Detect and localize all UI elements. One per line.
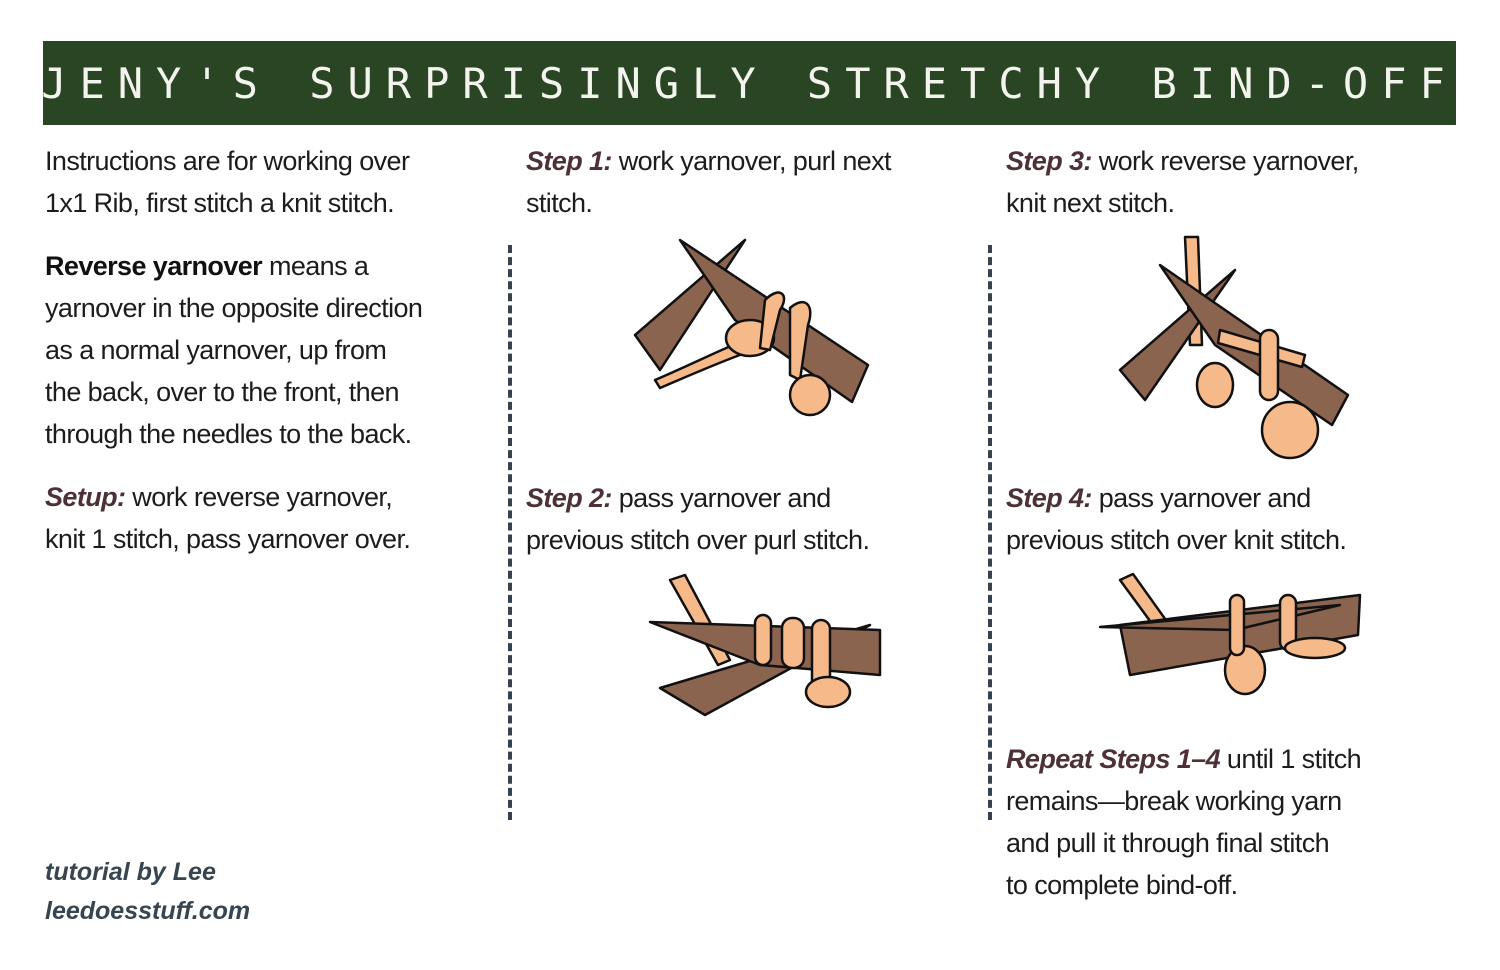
definition-line: means a [262,251,369,281]
repeat-text: Repeat Steps 1–4 until 1 stitch remains—… [1006,738,1362,906]
yarn-loop [788,373,832,417]
step-line: previous stitch over purl stitch. [526,525,870,555]
step-line: knit next stitch. [1006,188,1175,218]
step-2-illustration [648,573,882,717]
repeat-line: until 1 stitch [1220,744,1362,774]
yarn-loop [1228,593,1246,657]
column-divider [508,245,512,820]
step-2-text: Step 2: pass yarnover and previous stitc… [526,477,870,561]
setup-line: knit 1 stitch, pass yarnover over. [45,524,411,554]
definition-line: yarnover in the opposite direction [45,293,423,323]
yarn-loop [1260,400,1320,460]
step-line: work yarnover, purl next [611,146,892,176]
definition-line: as a normal yarnover, up from [45,335,387,365]
yarn-loop [788,301,812,382]
setup-line: work reverse yarnover, [125,482,393,512]
intro-line: 1x1 Rib, first stitch a knit stitch. [45,188,395,218]
page-title: JENY'S SURPRISINGLY STRETCHY BIND-OFF [41,58,1458,108]
yarn-loop [804,675,852,709]
step-1-illustration [633,238,870,417]
yarn [668,573,732,667]
definition-line: the back, over to the front, then [45,377,400,407]
yarn-loop [753,613,773,667]
repeat-line: and pull it through final stitch [1006,828,1330,858]
step-label: Step 4: [1006,483,1092,513]
repeat-line: to complete bind-off. [1006,870,1238,900]
reverse-yarnover-definition: Reverse yarnover means a yarnover in the… [45,245,423,455]
step-4-illustration [1098,572,1362,696]
yarn-loop [1283,636,1347,660]
author-credit: tutorial by Lee [45,858,216,886]
intro-text: Instructions are for working over 1x1 Ri… [45,140,410,224]
intro-line: Instructions are for working over [45,146,410,176]
column-divider [988,245,992,820]
step-line: stitch. [526,188,593,218]
definition-line: through the needles to the back. [45,419,412,449]
step-label: Step 1: [526,146,612,176]
step-1-text: Step 1: work yarnover, purl next stitch. [526,140,892,224]
setup-text: Setup: work reverse yarnover, knit 1 sti… [45,476,411,560]
yarn-loop [780,616,806,670]
step-line: pass yarnover and [1091,483,1312,513]
step-line: pass yarnover and [611,483,832,513]
yarn-loop [758,291,786,352]
yarn-loop [1258,328,1280,402]
setup-label: Setup: [45,482,126,512]
step-line: work reverse yarnover, [1091,146,1360,176]
step-3-illustration [1118,235,1350,460]
title-banner: JENY'S SURPRISINGLY STRETCHY BIND-OFF [41,41,1458,125]
step-4-text: Step 4: pass yarnover and previous stitc… [1006,477,1347,561]
repeat-label: Repeat Steps 1–4 [1006,744,1221,774]
repeat-line: remains—break working yarn [1006,786,1342,816]
yarn-loop [1195,361,1235,409]
term: Reverse yarnover [45,251,263,281]
step-3-text: Step 3: work reverse yarnover, knit next… [1006,140,1359,224]
step-label: Step 3: [1006,146,1092,176]
website-link[interactable]: leedoesstuff.com [45,897,251,925]
step-line: previous stitch over knit stitch. [1006,525,1347,555]
step-label: Step 2: [526,483,612,513]
